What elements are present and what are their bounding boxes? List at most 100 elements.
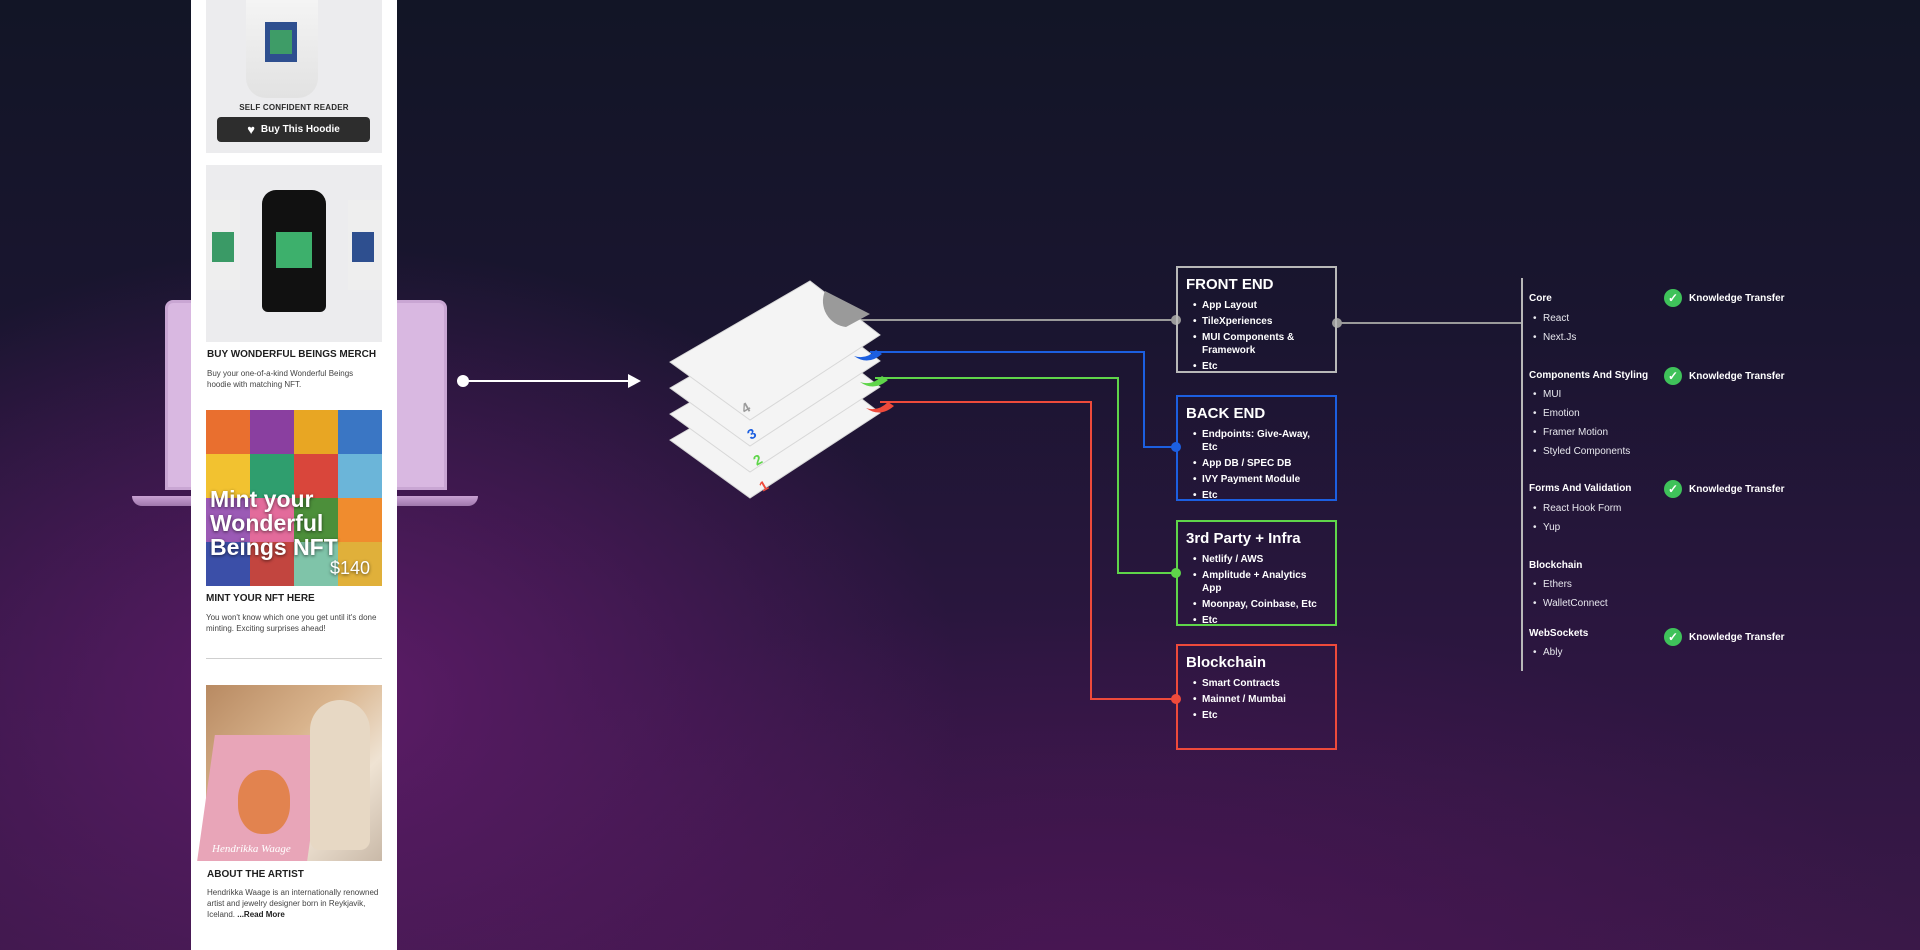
buy-hoodie-button[interactable]: ♥ Buy This Hoodie [217,117,370,142]
merch-title: BUY WONDERFUL BEINGS MERCH [207,349,377,360]
mint-card-image[interactable] [206,410,382,586]
box-item: IVY Payment Module [1193,473,1327,486]
box-list: Smart Contracts Mainnet / Mumbai Etc [1186,677,1327,722]
mint-title: MINT YOUR NFT HERE [206,593,315,604]
back-end-box: BACK END Endpoints: Give-Away, Etc App D… [1176,395,1337,502]
knowledge-transfer-label: Knowledge Transfer [1689,483,1785,495]
box-list: Endpoints: Give-Away, Etc App DB / SPEC … [1186,428,1327,502]
box-item: Etc [1193,360,1327,373]
read-more-link[interactable]: ...Read More [237,910,285,919]
knowledge-transfer-label: Knowledge Transfer [1689,292,1785,304]
nft-tile [338,454,382,498]
third-party-infra-box: 3rd Party + Infra Netlify / AWS Amplitud… [1176,520,1337,627]
stack-item: WalletConnect [1529,598,1608,609]
merch-text: Buy your one-of-a-kind Wonderful Beings … [207,369,354,389]
stack-item: Styled Components [1529,446,1630,457]
mint-price: $140 [330,558,371,578]
blockchain-box: Blockchain Smart Contracts Mainnet / Mum… [1176,644,1337,750]
nft-tile [206,498,250,542]
box-item: Etc [1193,709,1327,722]
product-label: SELF CONFIDENT READER [239,103,349,112]
back-end-line [870,351,1176,448]
stack-item: MUI [1529,389,1561,400]
knowledge-transfer-badge: ✓ Knowledge Transfer [1664,367,1785,385]
nft-tile [250,454,294,498]
mint-headline: Mint your Wonderful Beings NFT [210,486,338,560]
check-icon: ✓ [1664,628,1682,646]
check-icon: ✓ [1664,480,1682,498]
stack-item: React Hook Form [1529,503,1621,514]
stack-category: Components And Styling [1529,370,1649,381]
stack-category: Blockchain [1529,560,1583,571]
check-icon: ✓ [1664,289,1682,307]
box-item: Smart Contracts [1193,677,1327,690]
nft-tile [338,542,382,586]
stack-item: Yup [1529,522,1560,533]
knowledge-transfer-label: Knowledge Transfer [1689,631,1785,643]
box-title: Blockchain [1186,654,1267,671]
stack-item: Ably [1529,647,1562,658]
box-item: Etc [1193,489,1327,502]
black-hoodie-print [276,232,312,268]
box-list: Netlify / AWS Amplitude + Analytics App … [1186,553,1327,627]
layer-tab [860,376,888,387]
layer-tab [822,291,870,327]
stack-connector-dot [1332,318,1342,328]
box-item: TileXperiences [1193,315,1327,328]
box-item: Amplitude + Analytics App [1193,569,1327,595]
side-hoodie-left-print [212,232,234,262]
blockchain-line [880,401,1176,700]
nft-tile [338,498,382,542]
nft-tile [294,498,338,542]
artist-title: ABOUT THE ARTIST [207,869,304,880]
painting-face [238,770,290,834]
box-item: Netlify / AWS [1193,553,1327,566]
nft-tile [250,542,294,586]
mint-text: You won't know which one you get until i… [206,613,377,633]
artist-signature: Hendrikka Waage [212,843,291,855]
heart-icon: ♥ [247,122,255,137]
box-item: App Layout [1193,299,1327,312]
stack-category: Forms And Validation [1529,483,1632,494]
stack-item: Next.Js [1529,332,1576,343]
buy-button-label: Buy This Hoodie [260,124,340,135]
nft-tile [250,498,294,542]
check-icon: ✓ [1664,367,1682,385]
box-item: Moonpay, Coinbase, Etc [1193,598,1327,611]
box-item: Etc [1193,614,1327,627]
artist-bio: Hendrikka Waage is an internationally re… [207,888,379,919]
knowledge-transfer-badge: ✓ Knowledge Transfer [1664,628,1785,646]
nft-grid [206,410,382,586]
knowledge-transfer-label: Knowledge Transfer [1689,370,1785,382]
nft-tile [206,410,250,454]
box-item: MUI Components & Framework [1193,331,1327,357]
knowledge-transfer-badge: ✓ Knowledge Transfer [1664,480,1785,498]
nft-tile [294,454,338,498]
box-item: App DB / SPEC DB [1193,457,1327,470]
arrow-head [628,374,641,388]
layer-tab [854,350,882,361]
box-title: 3rd Party + Infra [1186,530,1301,547]
divider [206,658,382,659]
arrow-start-dot [457,375,469,387]
box-item: Endpoints: Give-Away, Etc [1193,428,1327,454]
stack-category: WebSockets [1529,628,1589,639]
nft-tile [294,542,338,586]
nft-tile [206,454,250,498]
hoodie-print-face [270,30,292,54]
box-title: FRONT END [1186,276,1274,293]
infra-line [875,377,1176,574]
artist-text: Hendrikka Waage is an internationally re… [207,887,379,920]
stack-item: React [1529,313,1569,324]
nft-tile [206,542,250,586]
nft-tile [250,410,294,454]
front-end-box: FRONT END App Layout TileXperiences MUI … [1176,266,1337,373]
stack-category: Core [1529,293,1552,304]
artist-figure [310,700,370,850]
box-item: Mainnet / Mumbai [1193,693,1327,706]
stack-item: Framer Motion [1529,427,1608,438]
nft-tile [338,410,382,454]
nft-tile [294,410,338,454]
